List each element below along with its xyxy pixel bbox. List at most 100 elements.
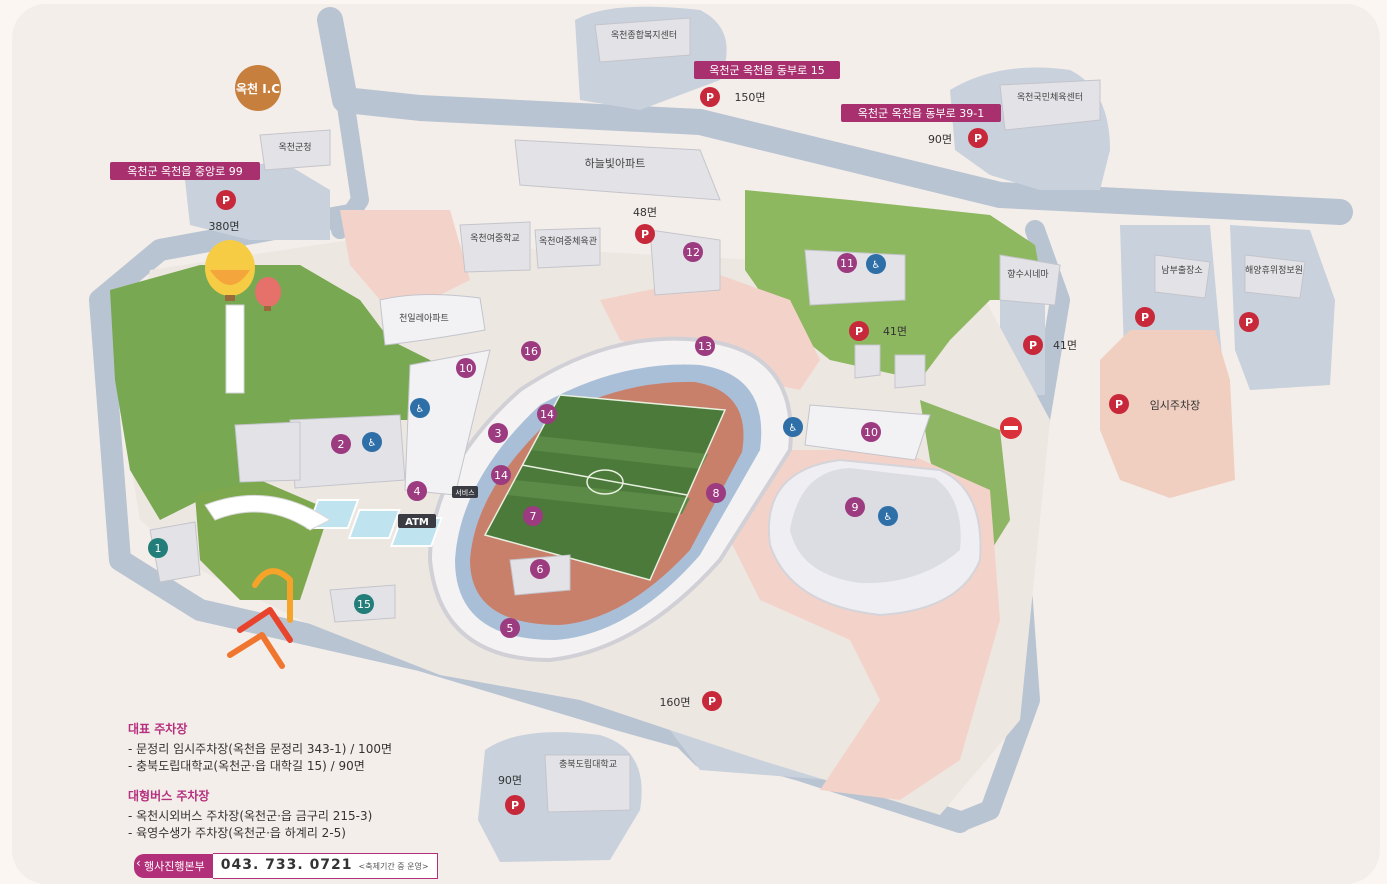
parking-count-south: 160면 [659, 696, 690, 709]
no-entry-icon [1000, 417, 1022, 439]
marker-2: 2 [331, 434, 351, 454]
bldg-2b [234, 421, 301, 483]
svg-text:P: P [855, 325, 863, 338]
field-lines [483, 394, 727, 581]
parking-count-east: 41면 [1053, 339, 1077, 352]
service-sign: 서비스 [452, 486, 478, 498]
label-nambu: 남부출장소 [1161, 265, 1202, 276]
lot-haeyang [1230, 225, 1335, 390]
marker-5: 5 [500, 618, 520, 638]
address-tag-ne: 옥천군 옥천읍 동부로 39-1 [841, 104, 1001, 122]
svg-text:14: 14 [494, 469, 508, 482]
label-haeyang: 해양휴위정보원 [1245, 265, 1303, 276]
svg-text:8: 8 [713, 487, 720, 500]
hq-note: <축제기간 중 운영> [358, 862, 429, 871]
svg-text:6: 6 [537, 563, 544, 576]
restroom-icon: ♿ [866, 254, 886, 274]
address-tags: 옥천군 옥천읍 중앙로 99 옥천군 옥천읍 동부로 15 옥천군 옥천읍 동부… [110, 61, 1001, 180]
restroom-icon: ♿ [878, 506, 898, 526]
parking-icon: P [1135, 307, 1155, 327]
parking-icon: P [849, 321, 869, 341]
address-tag-north: 옥천군 옥천읍 동부로 15 [694, 61, 840, 79]
hq-label: 행사진행본부 [134, 854, 213, 878]
parking-icon: P [1239, 312, 1259, 332]
svg-text:15: 15 [357, 598, 371, 611]
svg-text:서비스: 서비스 [455, 488, 475, 497]
svg-text:P: P [708, 695, 716, 708]
parking-count-north: 150면 [734, 91, 765, 104]
marker-11: 11 [837, 253, 857, 273]
marker-13: 13 [695, 336, 715, 356]
svg-text:P: P [974, 132, 982, 145]
svg-text:P: P [1115, 398, 1123, 411]
hq-box: 043. 733. 0721 <축제기간 중 운영> [212, 853, 438, 879]
parking-count-ne: 90면 [928, 133, 952, 146]
svg-text:10: 10 [864, 426, 878, 439]
info-line: - 육영수생가 주차장(옥천군·읍 하계리 2-5) [128, 826, 346, 840]
parking-icon: P [700, 87, 720, 107]
svg-text:♿: ♿ [884, 512, 893, 523]
svg-text:P: P [1141, 311, 1149, 324]
bldg-apt-sky [514, 139, 721, 201]
restroom-markers: ♿ ♿ ♿ ♿ ♿ [362, 254, 898, 526]
svg-text:9: 9 [852, 501, 859, 514]
label-gym: 옥천여중체육관 [539, 235, 597, 247]
bldg-apt2 [379, 293, 486, 346]
label-sports-center: 옥천국민체육센터 [1017, 92, 1083, 103]
lot-temp [1100, 330, 1235, 498]
bldg-haeyang [1244, 254, 1306, 299]
label-gunchung: 옥천군청 [278, 142, 311, 153]
bldg-12 [649, 229, 721, 296]
info-line: - 문정리 임시주차장(옥천읍 문정리 343-1) / 100면 [128, 742, 392, 756]
road-north [317, 7, 1353, 225]
svg-text:옥천군 옥천읍 중앙로 99: 옥천군 옥천읍 중앙로 99 [127, 164, 243, 178]
parking-count-college: 90면 [498, 774, 522, 787]
svg-text:1: 1 [155, 542, 162, 555]
svg-text:P: P [511, 799, 519, 812]
bldg-gym [534, 227, 601, 269]
svg-text:12: 12 [686, 246, 700, 259]
marker-16: 16 [521, 341, 541, 361]
festival-banner [225, 304, 245, 394]
parking-count-center: 41면 [883, 325, 907, 338]
info-title-bus: 대형버스 주차장 [128, 789, 210, 803]
entry-arrow-icon [227, 568, 293, 669]
bldg-sports-center [999, 79, 1101, 131]
svg-text:P: P [641, 228, 649, 241]
restroom-icon: ♿ [362, 432, 382, 452]
svg-text:14: 14 [540, 408, 554, 421]
label-college: 충북도립대학교 [559, 759, 617, 770]
bldg-college [544, 754, 631, 813]
marker-15: 15 [354, 594, 374, 614]
svg-text:♿: ♿ [416, 404, 425, 415]
parking-icon: P [216, 190, 236, 210]
bldg-hyangsu [999, 254, 1061, 306]
svg-text:13: 13 [698, 340, 712, 353]
svg-text:16: 16 [524, 345, 538, 358]
svg-text:P: P [706, 91, 714, 104]
svg-text:옥천군 옥천읍 동부로 39-1: 옥천군 옥천읍 동부로 39-1 [858, 106, 985, 120]
svg-text:11: 11 [840, 257, 854, 270]
atm-sign: ATM [398, 514, 436, 528]
label-welfare: 옥천종합복지센터 [611, 30, 677, 41]
svg-text:P: P [1029, 339, 1037, 352]
svg-text:ATM: ATM [405, 517, 429, 528]
svg-text:♿: ♿ [789, 423, 798, 434]
bldg-school [459, 221, 531, 273]
marker-10-west: 10 [456, 358, 476, 378]
hq-phone[interactable]: 043. 733. 0721 [220, 857, 353, 873]
label-school: 옥천여중학교 [470, 232, 520, 244]
svg-text:5: 5 [507, 622, 514, 635]
svg-text:P: P [222, 194, 230, 207]
marker-14-west: 14 [491, 465, 511, 485]
parking-count-gun: 380면 [208, 220, 239, 233]
label-hyangsu: 향수시네마 [1007, 268, 1049, 280]
label-apt-sky: 하늘빛아파트 [585, 156, 646, 170]
bldg-small2 [894, 354, 926, 389]
plaza-ne [600, 275, 820, 390]
balloon-icon [205, 240, 281, 311]
marker-6: 6 [530, 559, 550, 579]
park-west [110, 265, 450, 520]
address-tag-gun: 옥천군 옥천읍 중앙로 99 [110, 162, 260, 180]
marker-8: 8 [706, 483, 726, 503]
